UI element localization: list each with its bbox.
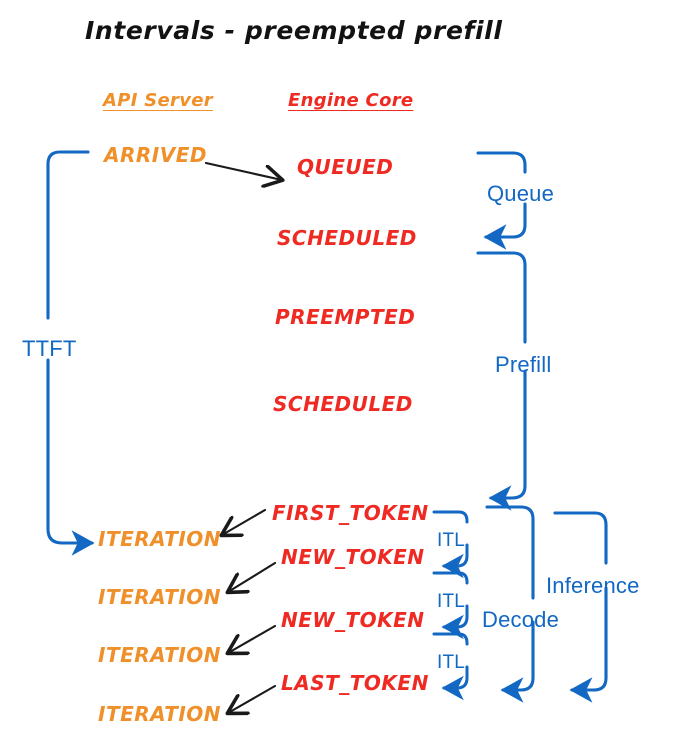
itl-bracket-2 bbox=[432, 571, 469, 640]
engine-event-first-token: FIRST_TOKEN bbox=[272, 501, 429, 525]
itl-bracket-1 bbox=[432, 510, 469, 579]
inference-bracket bbox=[553, 511, 608, 703]
prefill-bracket bbox=[476, 251, 527, 511]
decode-bracket bbox=[485, 505, 535, 703]
new-token-to-iteration-arrow-2 bbox=[228, 624, 277, 653]
engine-event-new-token-1: NEW_TOKEN bbox=[281, 545, 425, 569]
ttft-bracket bbox=[46, 150, 95, 556]
interval-label-queue: Queue bbox=[487, 181, 555, 206]
first-token-to-iteration-arrow bbox=[222, 508, 267, 535]
new-token-to-iteration-arrow-1 bbox=[228, 561, 277, 592]
diagram-title: Intervals - preempted prefill bbox=[85, 16, 503, 45]
api-event-arrived: ARRIVED bbox=[104, 143, 207, 167]
engine-event-queued: QUEUED bbox=[297, 155, 394, 179]
column-header-api-server: API Server bbox=[103, 90, 213, 111]
engine-event-scheduled-2: SCHEDULED bbox=[273, 392, 413, 416]
api-event-iteration-3: ITERATION bbox=[98, 643, 222, 667]
engine-event-scheduled-1: SCHEDULED bbox=[277, 226, 417, 250]
queue-bracket bbox=[476, 151, 527, 250]
engine-event-new-token-2: NEW_TOKEN bbox=[281, 608, 425, 632]
last-token-to-iteration-arrow bbox=[228, 684, 277, 713]
interval-label-itl-1: ITL bbox=[437, 530, 466, 551]
interval-label-inference: Inference bbox=[546, 573, 640, 598]
engine-event-preempted: PREEMPTED bbox=[275, 305, 416, 329]
api-event-iteration-1: ITERATION bbox=[98, 527, 222, 551]
interval-label-ttft: TTFT bbox=[22, 336, 77, 361]
arrived-to-queued-arrow bbox=[204, 161, 282, 180]
api-event-iteration-4: ITERATION bbox=[98, 702, 222, 726]
interval-label-itl-2: ITL bbox=[437, 591, 466, 612]
interval-label-itl-3: ITL bbox=[437, 652, 466, 673]
itl-bracket-3 bbox=[432, 632, 469, 701]
interval-label-prefill: Prefill bbox=[495, 352, 552, 377]
interval-label-decode: Decode bbox=[482, 607, 560, 632]
api-event-iteration-2: ITERATION bbox=[98, 585, 222, 609]
column-header-engine-core: Engine Core bbox=[288, 90, 414, 111]
engine-event-last-token: LAST_TOKEN bbox=[281, 671, 429, 695]
